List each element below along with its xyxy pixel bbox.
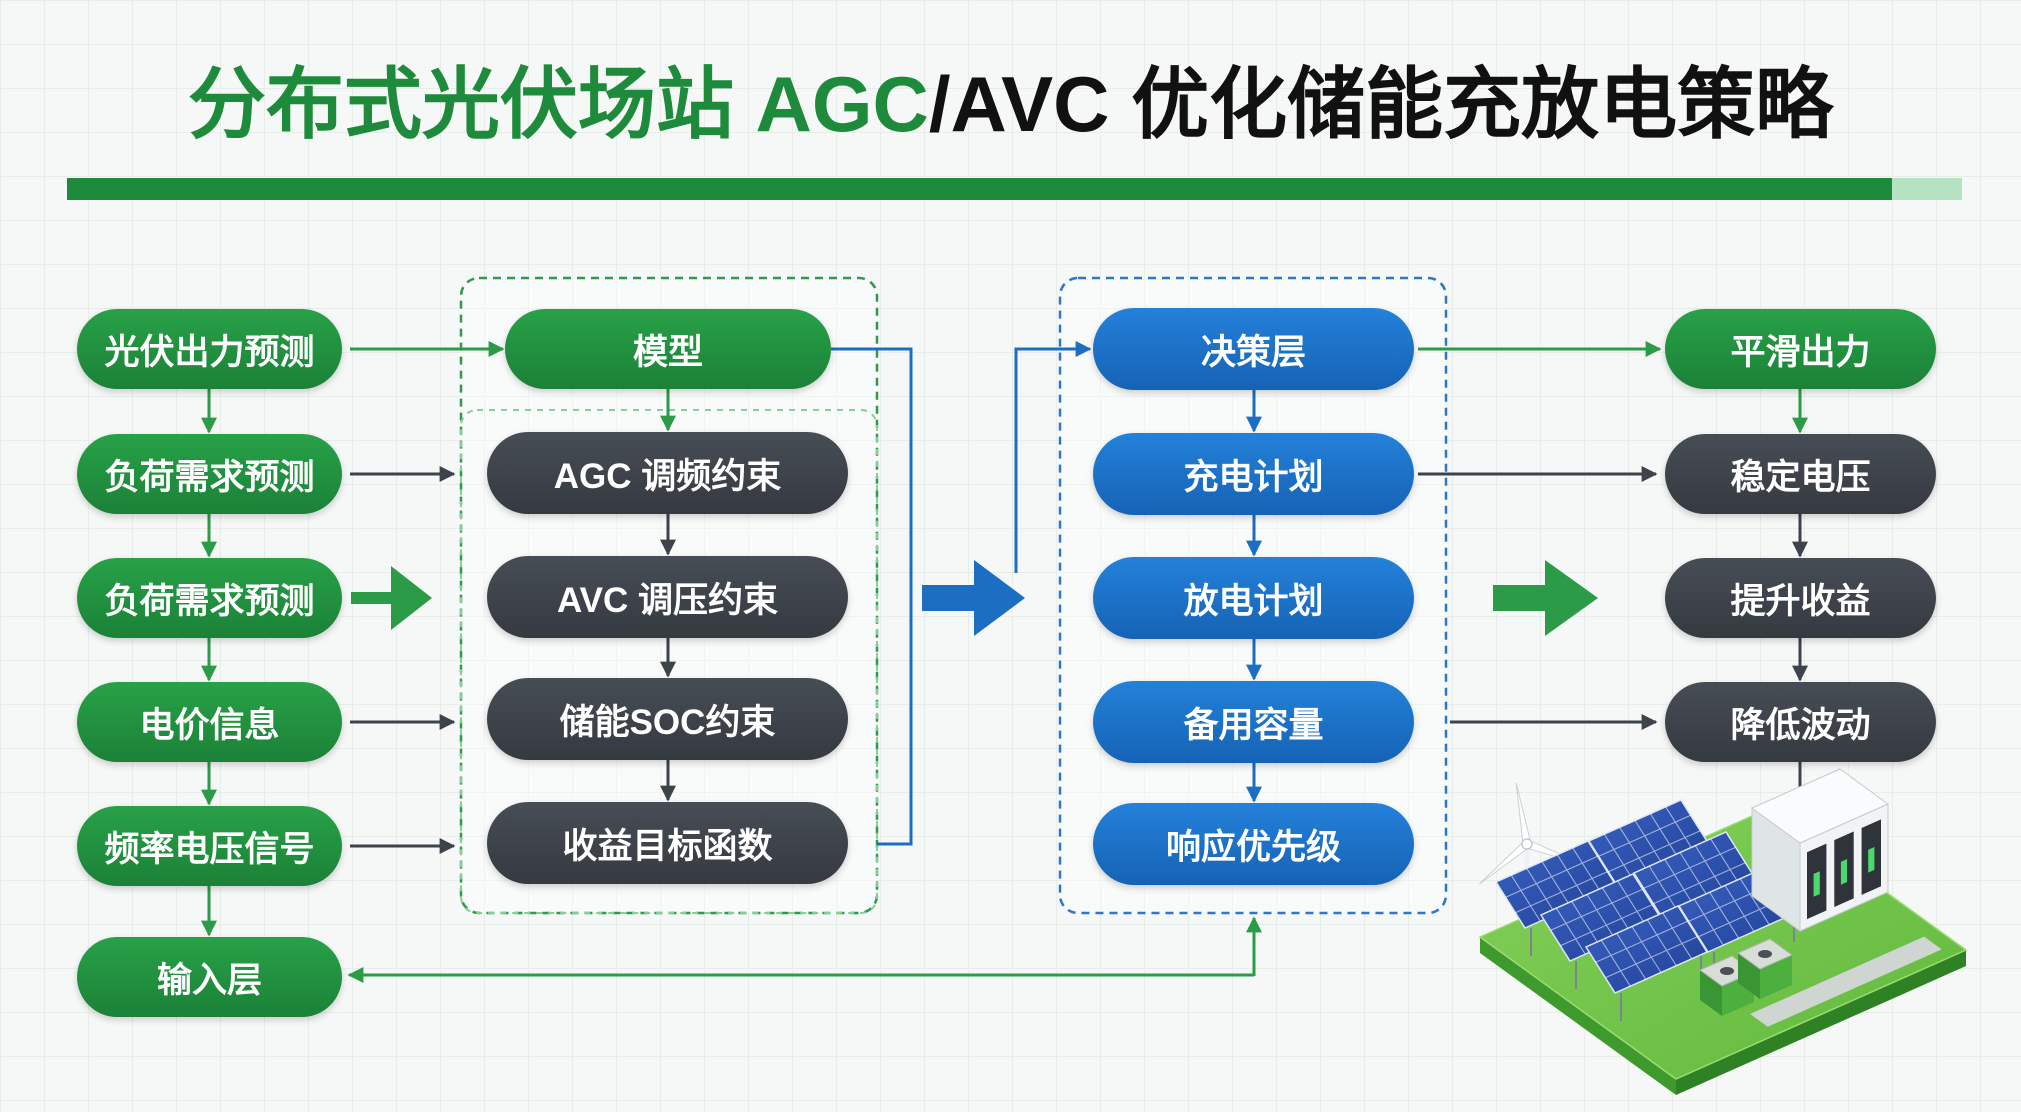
flow-arrow-large-blue-head: [974, 560, 1025, 636]
flow-arrow-large-blue-shaft: [922, 585, 978, 611]
battery-rack-status-light: [1868, 847, 1875, 873]
battery-rack-status-light: [1840, 859, 1848, 885]
flow-arrow-large-blue: [922, 560, 1025, 636]
input-node-freq-voltage-signal: 频率电压信号: [77, 806, 342, 886]
output-node-increase-revenue: 提升收益: [1665, 558, 1936, 638]
solar-panel-grid: [1595, 912, 1698, 987]
input-node-load-forecast-1: 负荷需求预测: [77, 434, 342, 514]
wind-turbine-hub: [1521, 838, 1533, 850]
solar-panel-grid: [1688, 871, 1791, 946]
constraint-node-soc: 储能SOC约束: [487, 678, 848, 760]
title-underline-bar: [67, 178, 1892, 200]
output-node-reduce-fluctuation: 降低波动: [1665, 682, 1936, 762]
model-to-decision-line: [1014, 341, 1092, 573]
flow-arrow-large-green-left: [351, 566, 432, 630]
output-node-smooth-output: 平滑出力: [1665, 309, 1936, 389]
input-node-price-info: 电价信息: [77, 682, 342, 762]
model-bracket-line: [831, 347, 913, 846]
platform-right-face: [1676, 950, 1966, 1095]
decision-node-discharge-plan: 放电计划: [1093, 557, 1414, 639]
battery-container-2-left-face: [1738, 953, 1760, 999]
decision-node-charge-plan: 充电计划: [1093, 433, 1414, 515]
storage-building-roof: [1751, 768, 1889, 844]
flow-arrow-large-green-left-head: [391, 566, 432, 630]
title-underline-bar-tail: [1892, 178, 1962, 200]
decision-node-response-priority: 响应优先级: [1093, 803, 1414, 885]
solar-panel-grid: [1505, 847, 1608, 922]
title-dark-part: /AVC 优化储能充放电策略: [928, 60, 1834, 148]
decision-node-reserve-capacity: 备用容量: [1093, 681, 1414, 763]
input-node-load-forecast-2: 负荷需求预测: [77, 558, 342, 638]
flow-arrow-large-green-right-shaft: [1493, 585, 1548, 611]
input-node-pv-forecast: 光伏出力预测: [77, 309, 342, 389]
wind-turbine-blade-1: [1515, 782, 1532, 846]
solar-storage-station-illustration: [1478, 768, 1968, 1095]
model-header-node: 模型: [505, 309, 831, 389]
constraint-node-avc: AVC 调压约束: [487, 556, 848, 638]
constraint-node-agc: AGC 调频约束: [487, 432, 848, 514]
title-green-part: 分布式光伏场站 AGC: [187, 60, 929, 148]
battery-container-1-left-face: [1700, 970, 1722, 1016]
output-node-stable-voltage: 稳定电压: [1665, 434, 1936, 514]
platform-walkway: [1750, 936, 1942, 1027]
flow-arrow-large-green-left-shaft: [351, 592, 393, 604]
page-title: 分布式光伏场站 AGC/AVC 优化储能充放电策略: [0, 56, 2021, 152]
input-layer-node: 输入层: [77, 937, 342, 1017]
battery-container-fan: [1720, 967, 1734, 975]
battery-container-fan: [1758, 950, 1772, 958]
solar-panel-grid: [1550, 880, 1653, 955]
flow-arrow-large-green-right: [1493, 560, 1598, 636]
platform-left-face: [1480, 937, 1676, 1095]
decision-layer-node: 决策层: [1093, 308, 1414, 390]
flow-arrow-large-green-right-head: [1545, 560, 1598, 636]
constraint-node-revenue-objective: 收益目标函数: [487, 802, 848, 884]
solar-panel-grid: [1643, 838, 1746, 913]
solar-panel-grid: [1598, 806, 1701, 881]
battery-rack-status-light: [1813, 871, 1820, 897]
